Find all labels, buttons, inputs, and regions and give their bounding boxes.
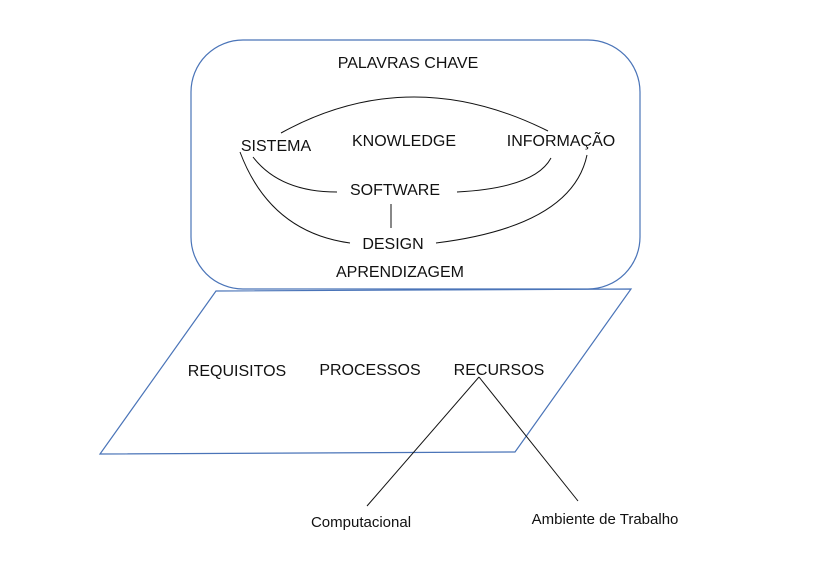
- connector-software-informacao: [456, 157, 552, 193]
- node-knowledge: KNOWLEDGE: [352, 133, 456, 150]
- keywords-footer: APRENDIZAGEM: [336, 264, 464, 281]
- keywords-box: [190, 39, 641, 290]
- connector-sistema-software: [252, 156, 338, 193]
- recursos-child-computacional: Computacional: [311, 514, 411, 531]
- connector-recursos-ambiente: [478, 376, 579, 502]
- node-software: SOFTWARE: [350, 182, 440, 199]
- plane-item-recursos: RECURSOS: [454, 362, 545, 379]
- recursos-child-ambiente: Ambiente de Trabalho: [532, 511, 679, 528]
- plane-item-processos: PROCESSOS: [319, 362, 420, 379]
- node-design: DESIGN: [362, 236, 423, 253]
- node-sistema: SISTEMA: [241, 138, 312, 155]
- connector-sistema-informacao: [280, 96, 549, 134]
- plane-parallelogram: [98, 288, 633, 455]
- connector-recursos-computacional: [366, 376, 480, 507]
- node-informacao: INFORMAÇÃO: [507, 130, 615, 150]
- connector-sistema-design: [239, 151, 351, 244]
- plane-item-requisitos: REQUISITOS: [188, 363, 286, 380]
- keywords-title: PALAVRAS CHAVE: [338, 55, 479, 72]
- connector-design-informacao: [435, 154, 588, 244]
